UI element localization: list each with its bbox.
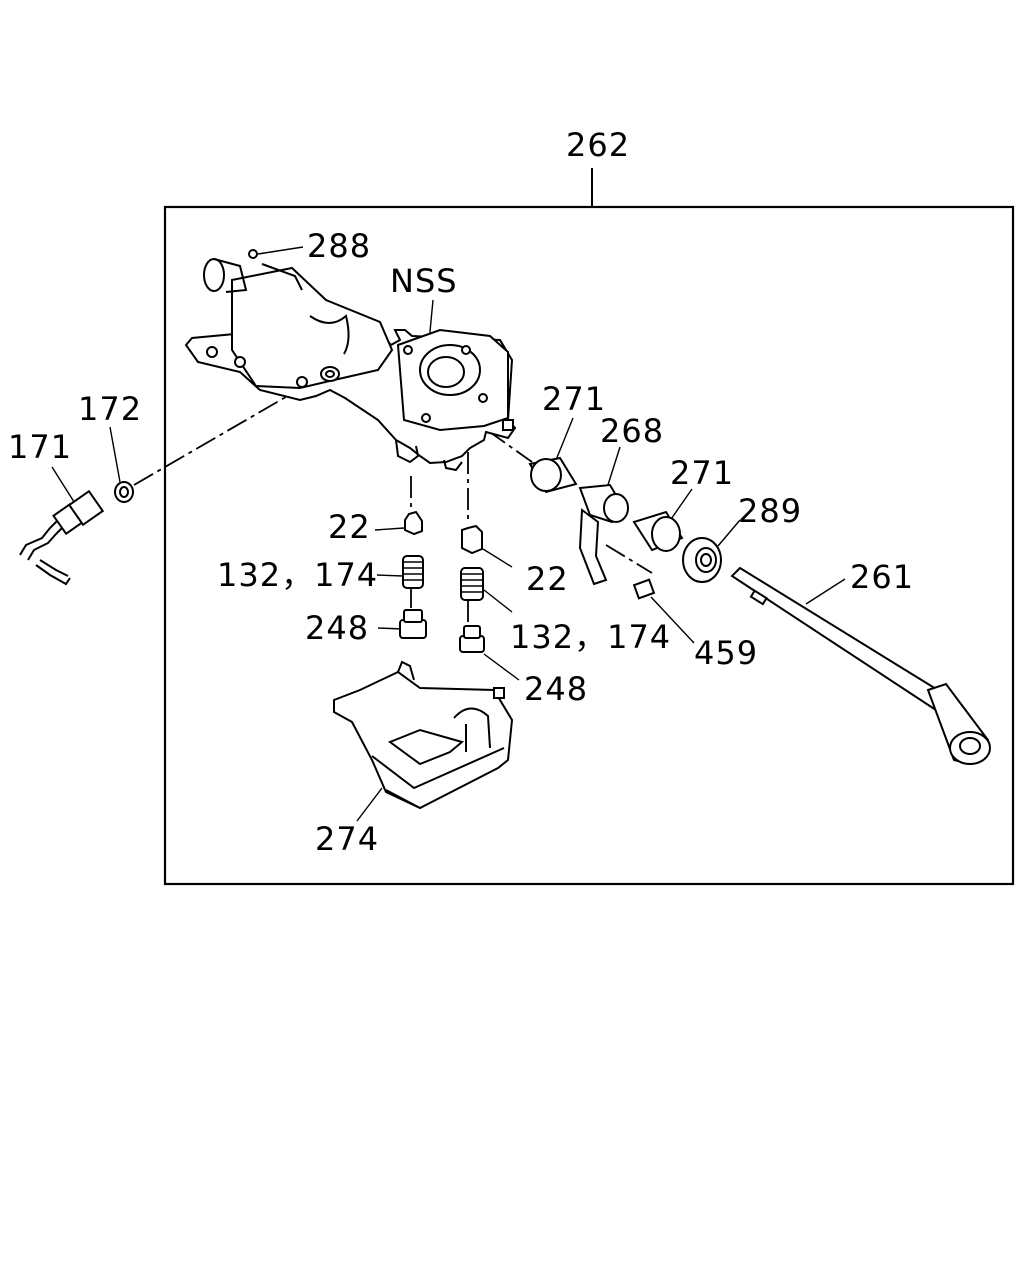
bearing-part-289 bbox=[682, 537, 722, 583]
label-172: 172 bbox=[78, 390, 142, 428]
detent-left bbox=[399, 510, 427, 639]
label-268: 268 bbox=[600, 412, 664, 450]
transmission-housing bbox=[184, 249, 517, 472]
label-271-b: 271 bbox=[670, 454, 734, 492]
part-labels: 262 288 NSS 172 171 271 268 271 289 261 … bbox=[8, 126, 914, 858]
assembly-frame bbox=[163, 205, 1015, 886]
shaft-part-261 bbox=[730, 566, 991, 766]
pin-part-459 bbox=[632, 578, 656, 600]
label-459: 459 bbox=[694, 634, 758, 672]
label-289: 289 bbox=[738, 492, 802, 530]
leader-lines bbox=[51, 168, 846, 822]
label-171: 171 bbox=[8, 428, 72, 466]
label-271-a: 271 bbox=[542, 380, 606, 418]
label-261: 261 bbox=[850, 558, 914, 596]
label-262: 262 bbox=[566, 126, 630, 164]
label-274: 274 bbox=[315, 820, 379, 858]
label-22-b: 22 bbox=[526, 560, 569, 598]
label-nss: NSS bbox=[390, 262, 458, 300]
bushing-part-271a bbox=[528, 456, 578, 494]
label-288: 288 bbox=[307, 227, 371, 265]
washer-part-172 bbox=[114, 481, 134, 503]
label-132-174-a: 132，174 bbox=[217, 556, 378, 594]
label-132-174-b: 132，174 bbox=[510, 618, 671, 656]
label-248-b: 248 bbox=[524, 670, 588, 708]
label-22-a: 22 bbox=[328, 508, 371, 546]
switch-part-171 bbox=[19, 489, 105, 586]
detent-right bbox=[459, 524, 485, 653]
label-248-a: 248 bbox=[305, 609, 369, 647]
cover-part-274 bbox=[333, 660, 514, 810]
bushing-part-271b bbox=[632, 510, 684, 552]
lever-part-268 bbox=[578, 483, 629, 586]
